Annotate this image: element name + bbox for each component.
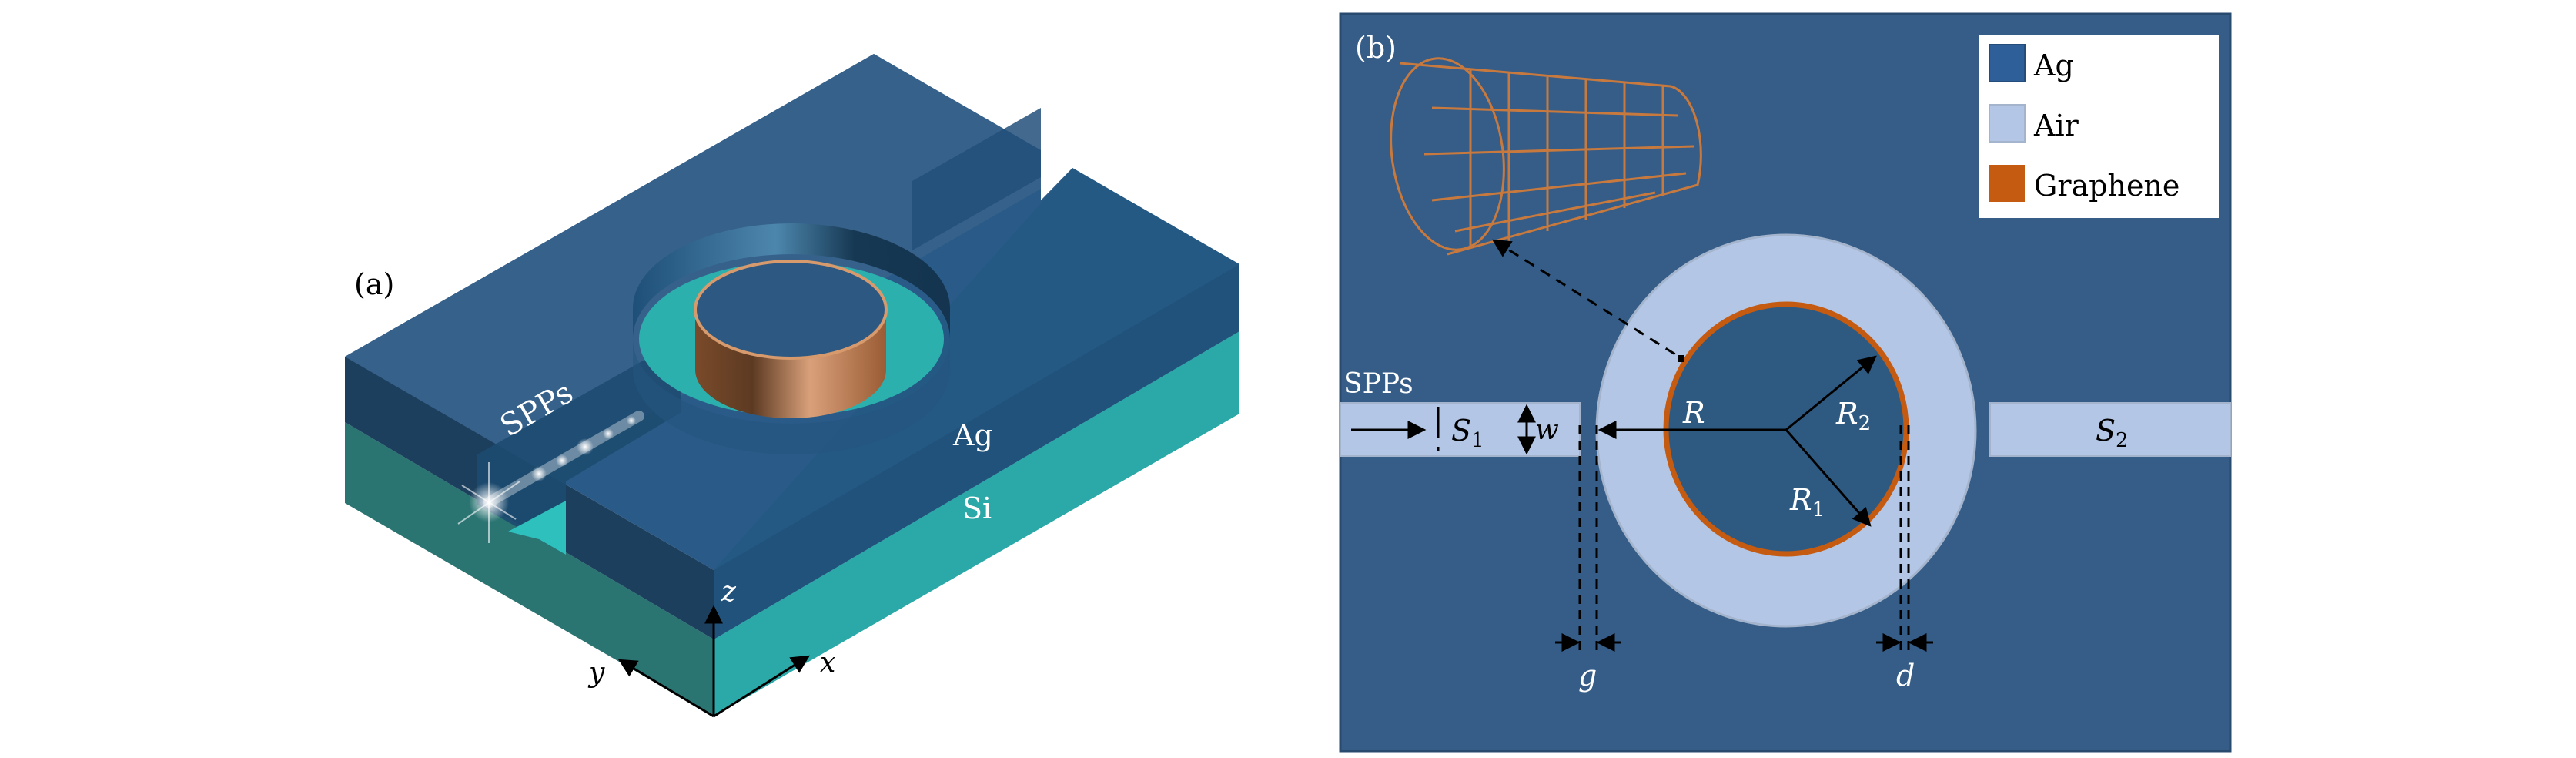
ring-hole-front-rim: [633, 339, 950, 454]
nanotube-pointer: [1491, 239, 1682, 360]
s2-subscript: 2: [2116, 429, 2129, 452]
R2-subscript: 2: [1858, 412, 1872, 435]
R2-label: R2: [1835, 397, 1871, 435]
axis-y-label: y: [587, 657, 605, 689]
carbon-nanotube-icon: [1390, 57, 1702, 256]
spps-label-b: SPPs: [1343, 368, 1413, 400]
w-label: w: [1535, 414, 1559, 446]
waveguide-s2: [1989, 402, 2231, 457]
axis-x-label: x: [820, 647, 835, 679]
legend-label-air: Air: [2033, 109, 2079, 143]
legend-swatch-air: [1989, 104, 2026, 143]
R-label: R: [1682, 396, 1705, 430]
R1-label: R1: [1789, 483, 1825, 522]
legend-label-ag: Ag: [2033, 49, 2074, 82]
output-waveguide-channel: [912, 108, 1041, 250]
coordinate-axes: [617, 605, 811, 718]
legend-swatch-graphene: [1989, 165, 2025, 202]
s1-label: S1: [1451, 414, 1484, 452]
g-label: g: [1578, 659, 1597, 693]
graphene-cylinder-top: [694, 260, 888, 360]
panel-b-label: (b): [1355, 31, 1397, 65]
ring-hole-wall: [633, 223, 950, 339]
R1-subscript: 1: [1812, 498, 1825, 522]
legend-swatch-ag: [1989, 44, 2026, 82]
panel-a-3d-device: [345, 54, 1239, 718]
s1-subscript: 1: [1471, 429, 1484, 452]
R2-main: R: [1835, 397, 1858, 431]
pointer-end-marker: [1678, 355, 1684, 362]
ag-right-face: [714, 264, 1239, 639]
spps-glow: [457, 411, 644, 543]
s1-main: S: [1451, 414, 1471, 448]
si-label-a: Si: [962, 491, 992, 525]
axis-z-label: z: [721, 576, 737, 608]
radius-R2-arrow: [1785, 355, 1877, 431]
legend: Ag Air Graphene: [1979, 35, 2219, 218]
si-left-face: [345, 422, 714, 716]
s2-label: S2: [2096, 414, 2129, 452]
s2-main: S: [2096, 414, 2116, 448]
panel-a-label: (a): [354, 267, 394, 301]
ag-label-a: Ag: [952, 418, 993, 452]
d-label: d: [1896, 659, 1915, 693]
legend-label-graphene: Graphene: [2034, 169, 2180, 203]
si-right-face: [714, 331, 1239, 716]
radius-R1-arrow: [1785, 429, 1872, 527]
R1-main: R: [1789, 483, 1812, 517]
channel-floor: [508, 501, 566, 555]
